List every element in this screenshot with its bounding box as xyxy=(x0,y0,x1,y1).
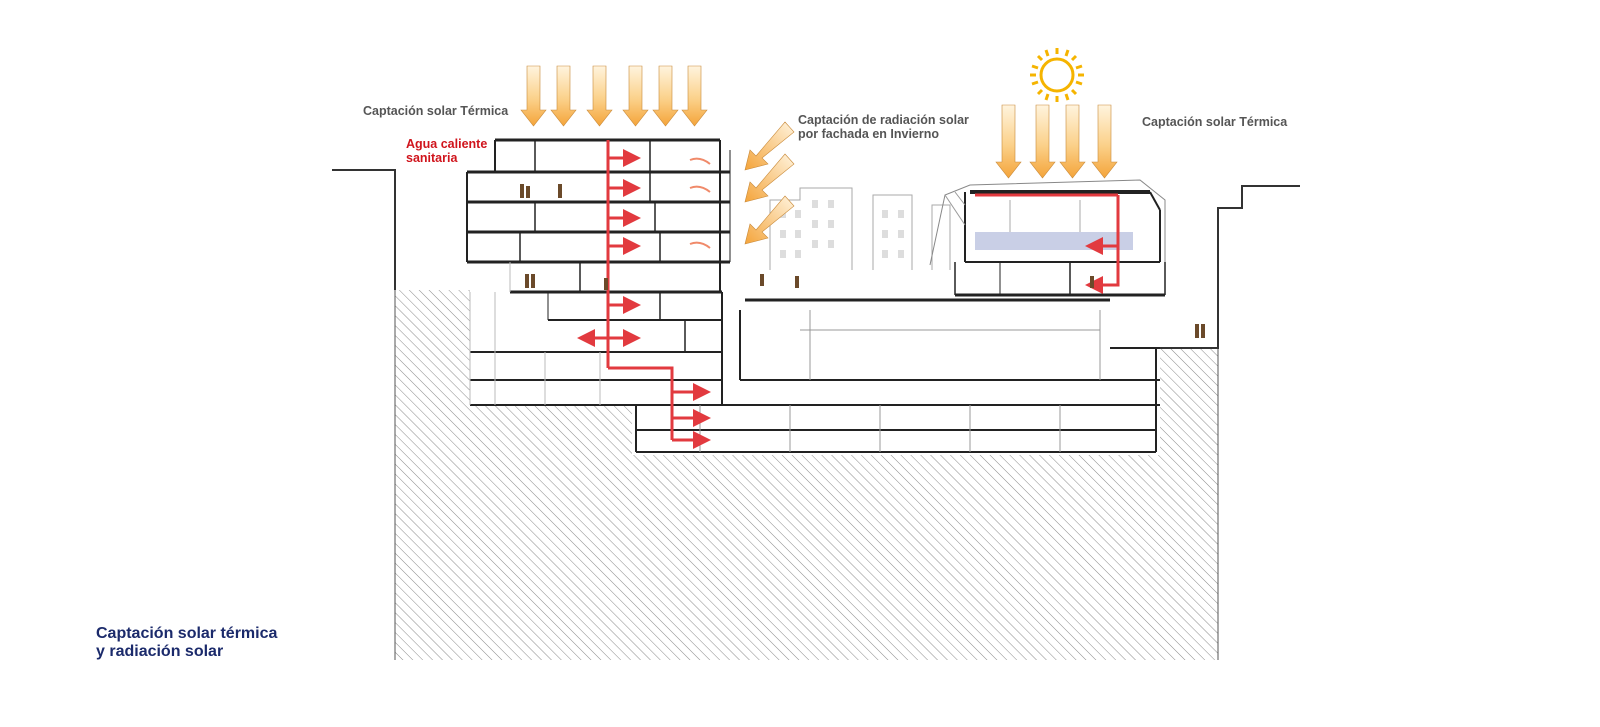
people xyxy=(520,184,1205,338)
right-thermal-label: Captación solar Térmica xyxy=(1142,115,1288,129)
background-buildings xyxy=(769,187,951,270)
terrain-line xyxy=(332,169,1300,349)
facade-label-line1: Captación de radiación solar xyxy=(798,113,969,127)
facade-rays xyxy=(744,121,795,245)
caption-line2: y radiación solar xyxy=(96,643,224,660)
ground xyxy=(394,290,1219,660)
hot-water-label-line1: Agua caliente xyxy=(406,137,488,151)
caption-line1: Captación solar térmica xyxy=(96,625,278,642)
basement xyxy=(632,298,1160,453)
sun-icon xyxy=(1030,48,1084,102)
solar-rays-left xyxy=(520,65,708,127)
right-building xyxy=(929,179,1166,297)
warm-air-arrows xyxy=(689,157,711,249)
left-thermal-label: Captación solar Térmica xyxy=(363,104,509,118)
hot-water-network xyxy=(577,140,1120,449)
solar-rays-right xyxy=(995,104,1118,179)
left-building xyxy=(466,138,731,406)
hot-water-label-line2: sanitaria xyxy=(406,151,458,165)
facade-label-line2: por fachada en Invierno xyxy=(798,127,940,141)
